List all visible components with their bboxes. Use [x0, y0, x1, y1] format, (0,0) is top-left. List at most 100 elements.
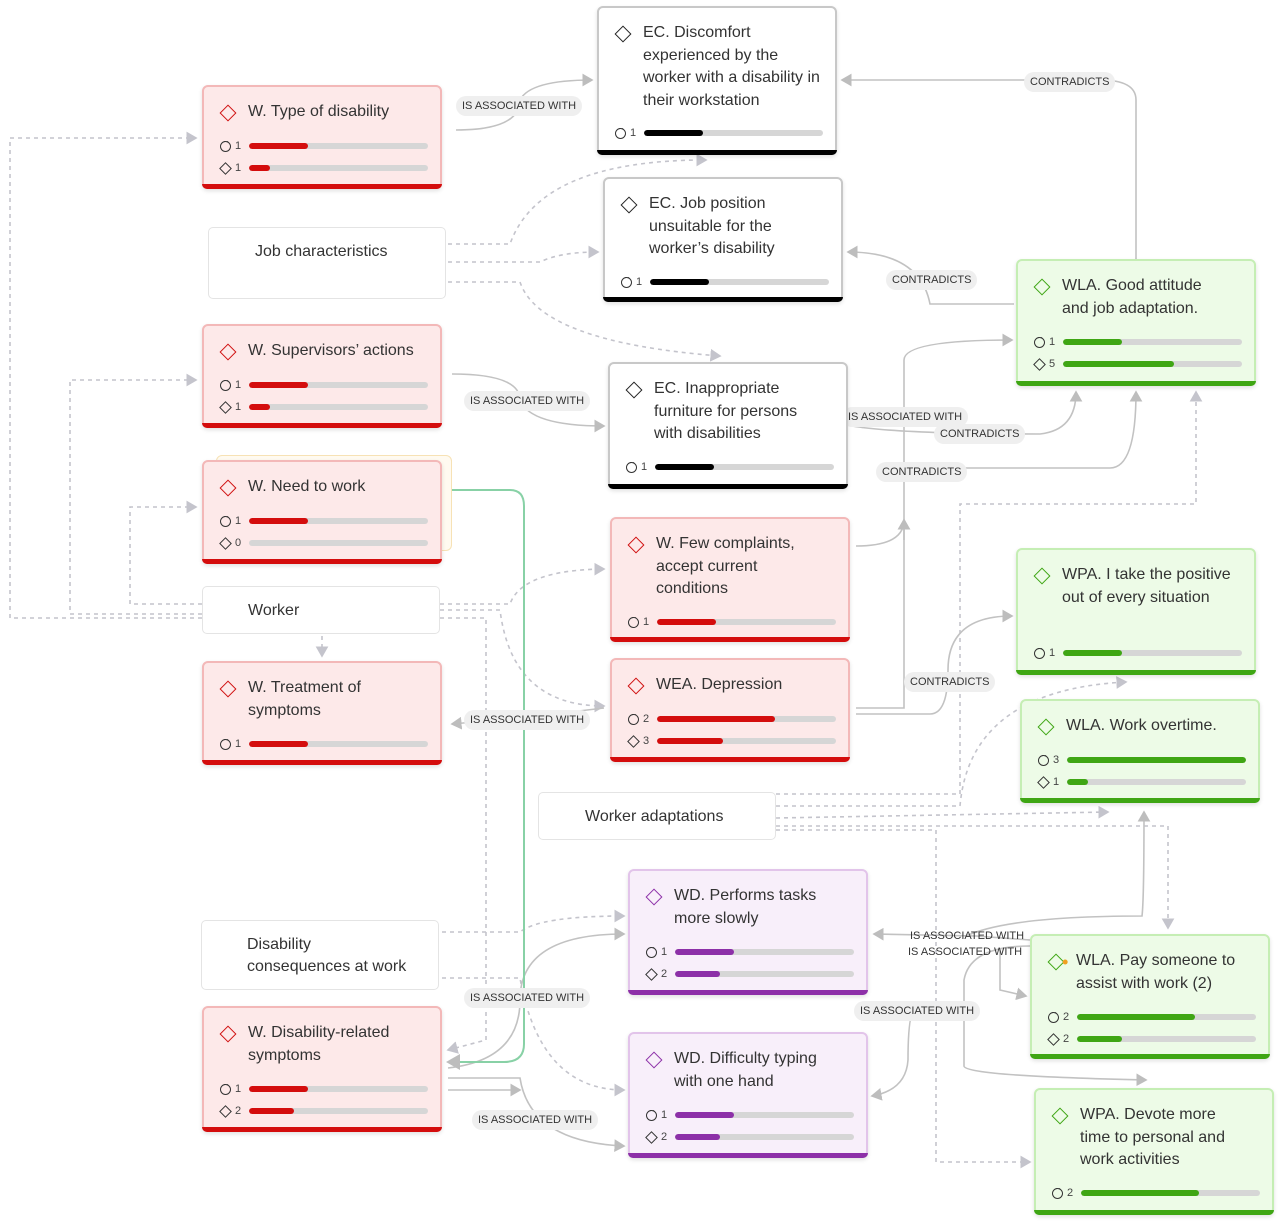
code-node-disability-related-symptoms[interactable]: W. Disability-related symptoms 1 2 — [202, 1006, 442, 1132]
link-bar — [1063, 361, 1242, 367]
group-link — [440, 609, 606, 713]
quotation-count: 1 — [235, 515, 242, 527]
quotation-count: 1 — [636, 276, 643, 288]
edge-label: IS ASSOCIATED WITH — [842, 407, 969, 427]
edge-label: IS ASSOCIATED WITH — [472, 1110, 599, 1130]
node-title: WLA. Pay someone to assist with work (2) — [1076, 952, 1236, 992]
comment-icon — [628, 710, 639, 725]
diamond-icon — [219, 680, 237, 698]
group-worker[interactable]: Worker — [202, 586, 440, 634]
group-link — [776, 676, 1128, 807]
code-node-work-overtime[interactable]: WLA. Work overtime. 3 1 — [1020, 699, 1260, 803]
node-title: W. Disability-related symptoms — [248, 1024, 390, 1064]
node-title: W. Need to work — [248, 478, 366, 495]
code-node-devote-more-time[interactable]: WPA. Devote more time to personal and wo… — [1034, 1088, 1274, 1215]
diamond-icon — [1047, 953, 1068, 971]
comment-icon — [1048, 1008, 1059, 1023]
code-node-discomfort[interactable]: EC. Discomfort experienced by the worker… — [597, 6, 837, 155]
quotation-count: 3 — [1053, 754, 1060, 766]
group-link — [129, 500, 202, 605]
edge-label: IS ASSOCIATED WITH — [456, 96, 583, 116]
contradicts-link — [846, 245, 1014, 305]
comment-icon — [626, 458, 637, 473]
link-bar — [657, 738, 836, 744]
code-node-performs-tasks-slowly[interactable]: WD. Performs tasks more slowly 1 2 — [628, 869, 868, 995]
code-node-good-attitude[interactable]: WLA. Good attitude and job adaptation. 1… — [1016, 259, 1256, 386]
diamond-icon — [614, 25, 632, 43]
comment-icon — [220, 735, 231, 750]
quotation-bar — [249, 143, 428, 149]
diamond-link-icon — [219, 161, 232, 175]
quotation-count: 1 — [235, 738, 242, 750]
quotation-bar — [657, 716, 836, 722]
comment-icon — [220, 376, 231, 391]
edge-label: IS ASSOCIATED WITH — [464, 988, 591, 1008]
code-node-depression[interactable]: WEA. Depression 2 3 — [610, 658, 850, 762]
code-node-take-the-positive[interactable]: WPA. I take the positive out of every si… — [1016, 548, 1256, 675]
edge-label: CONTRADICTS — [886, 270, 978, 290]
comment-icon — [220, 1080, 231, 1095]
link-count: 2 — [661, 1131, 668, 1143]
diamond-icon — [1033, 278, 1051, 296]
code-node-need-to-work[interactable]: W. Need to work 1 0 — [202, 460, 442, 564]
code-node-difficulty-typing[interactable]: WD. Difficulty typing with one hand 1 2 — [628, 1032, 868, 1158]
need-work-link — [446, 489, 525, 1070]
diamond-icon — [627, 536, 645, 554]
group-link — [440, 562, 606, 605]
link-bar — [249, 165, 428, 171]
diamond-link-icon — [645, 1130, 658, 1144]
assoc-link — [870, 1007, 960, 1101]
code-node-inappropriate-furniture[interactable]: EC. Inappropriate furniture for persons … — [608, 362, 848, 489]
link-count: 1 — [235, 401, 242, 413]
quotation-count: 1 — [661, 1109, 668, 1121]
diamond-icon — [1033, 567, 1051, 585]
assoc-link — [872, 927, 1031, 941]
quotation-bar — [675, 1112, 854, 1118]
group-disability-consequences[interactable]: Disability consequences at work — [201, 920, 439, 990]
group-link — [69, 373, 202, 615]
group-link — [442, 909, 626, 933]
link-count: 2 — [1063, 1033, 1070, 1045]
group-label: Job characteristics — [255, 243, 388, 260]
group-link — [776, 829, 1032, 1169]
quotation-count: 1 — [1049, 336, 1056, 348]
diamond-link-icon — [219, 1104, 232, 1118]
group-link — [776, 390, 1203, 795]
diamond-link-icon — [627, 734, 640, 748]
contradicts-link — [856, 518, 911, 709]
quotation-bar — [675, 949, 854, 955]
diamond-icon — [1037, 718, 1055, 736]
link-count: 3 — [643, 735, 650, 747]
quotation-bar — [1063, 650, 1242, 656]
assoc-link — [965, 810, 1151, 937]
comment-icon — [1038, 751, 1049, 766]
code-node-supervisors-actions[interactable]: W. Supervisors’ actions 1 1 — [202, 324, 442, 428]
diamond-icon — [219, 479, 237, 497]
quotation-count: 1 — [641, 461, 648, 473]
comment-icon — [220, 137, 231, 152]
contradicts-link — [900, 390, 1143, 469]
code-node-pay-someone[interactable]: WLA. Pay someone to assist with work (2)… — [1030, 934, 1270, 1059]
edge-label: CONTRADICTS — [904, 672, 996, 692]
quotation-bar — [1067, 757, 1246, 763]
diamond-icon — [645, 1051, 663, 1069]
link-count: 1 — [235, 162, 242, 174]
code-node-few-complaints[interactable]: W. Few complaints, accept current condit… — [610, 517, 850, 642]
code-node-job-position[interactable]: EC. Job position unsuitable for the work… — [603, 177, 843, 302]
code-node-treatment-of-symptoms[interactable]: W. Treatment of symptoms 1 — [202, 661, 442, 765]
edge-label: IS ASSOCIATED WITH — [464, 391, 591, 411]
group-worker-adaptations[interactable]: Worker adaptations — [538, 792, 776, 840]
edge-label: CONTRADICTS — [934, 424, 1026, 444]
diamond-icon — [620, 196, 638, 214]
comment-icon — [615, 124, 626, 139]
link-bar — [1067, 779, 1246, 785]
diamond-link-icon — [219, 536, 232, 550]
link-bar — [675, 1134, 854, 1140]
quotation-bar — [650, 279, 829, 285]
node-title: W. Treatment of symptoms — [248, 679, 361, 719]
node-title: EC. Job position unsuitable for the work… — [649, 195, 775, 257]
group-job-characteristics[interactable]: Job characteristics — [208, 227, 446, 299]
diamond-link-icon — [1033, 357, 1046, 371]
node-title: EC. Inappropriate furniture for persons … — [654, 380, 798, 442]
code-node-type-of-disability[interactable]: W. Type of disability 1 1 — [202, 85, 442, 189]
